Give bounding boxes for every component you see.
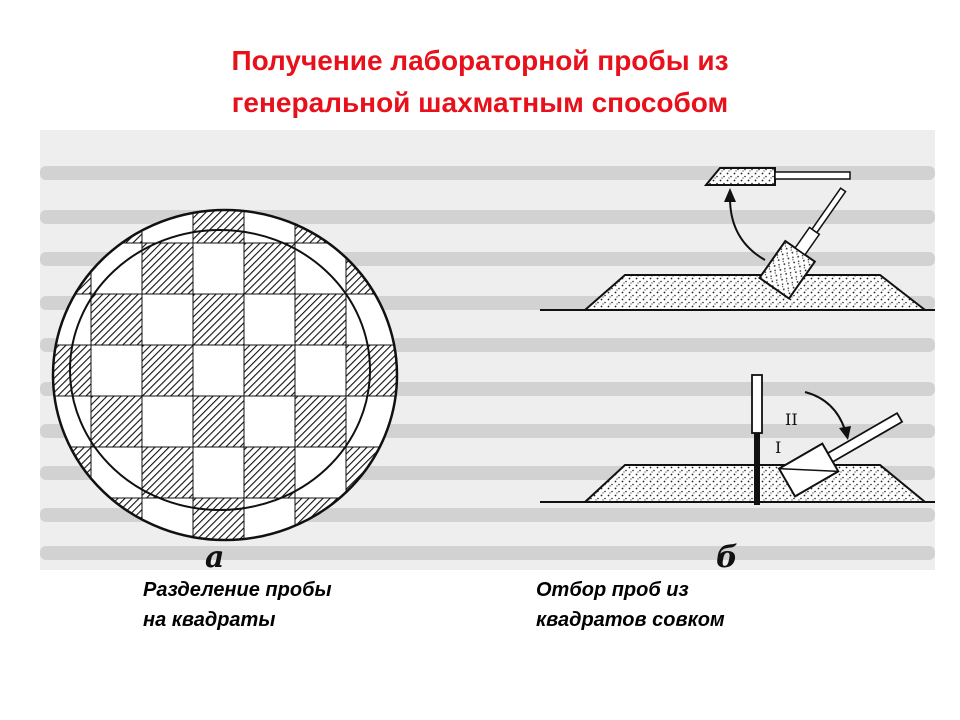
- tilted-scoop-icon: [758, 187, 847, 300]
- checker-square: [243, 344, 296, 397]
- checker-square: [141, 344, 194, 397]
- slide-title-line-1: Получение лабораторной пробы из: [231, 45, 729, 76]
- checker-square: [192, 497, 245, 540]
- checker-square: [192, 210, 245, 244]
- checker-square: [141, 242, 194, 295]
- heap-top-diagram: [540, 167, 935, 311]
- heap-bottom-diagram: I II: [540, 374, 935, 505]
- caption-b-line-2: квадратов совком: [536, 609, 725, 631]
- marker-II: II: [785, 410, 798, 429]
- checker-square: [90, 395, 143, 448]
- marker-I: I: [775, 438, 781, 457]
- checker-square: [90, 497, 143, 540]
- curved-arrow-icon-2: [804, 391, 846, 431]
- checker-square: [243, 446, 296, 499]
- checker-square: [396, 395, 397, 448]
- slide-title-line-2: генеральной шахматным способом: [231, 87, 729, 118]
- caption-a-line-1: Разделение пробы: [143, 579, 332, 601]
- slide-title: Получение лабораторной пробы из генераль…: [0, 40, 960, 124]
- checker-square: [396, 497, 397, 540]
- scoop-icon: [703, 167, 776, 186]
- figure-label-a: а: [205, 540, 224, 570]
- curved-arrow-icon: [729, 197, 766, 261]
- caption-b-line-1: Отбор проб из: [536, 579, 689, 601]
- checker-square: [345, 344, 397, 397]
- probe-icon: [751, 374, 763, 434]
- checker-square: [294, 293, 347, 346]
- checker-square: [141, 446, 194, 499]
- checker-square: [53, 242, 92, 295]
- checker-square: [294, 395, 347, 448]
- checker-square: [192, 395, 245, 448]
- checker-square: [192, 293, 245, 346]
- scanned-figure: а: [40, 130, 935, 570]
- caption-a: Разделение пробы на квадраты: [143, 575, 332, 635]
- figure-label-b: б: [716, 540, 738, 570]
- checker-square: [243, 242, 296, 295]
- caption-a-line-2: на квадраты: [143, 609, 276, 631]
- caption-b: Отбор проб из квадратов совком: [536, 575, 725, 635]
- outer-circle: [51, 208, 399, 542]
- tilted-shovel-icon: [777, 411, 904, 498]
- checker-square: [90, 293, 143, 346]
- inner-circle: [69, 229, 371, 511]
- figure-drawing: а: [40, 166, 935, 570]
